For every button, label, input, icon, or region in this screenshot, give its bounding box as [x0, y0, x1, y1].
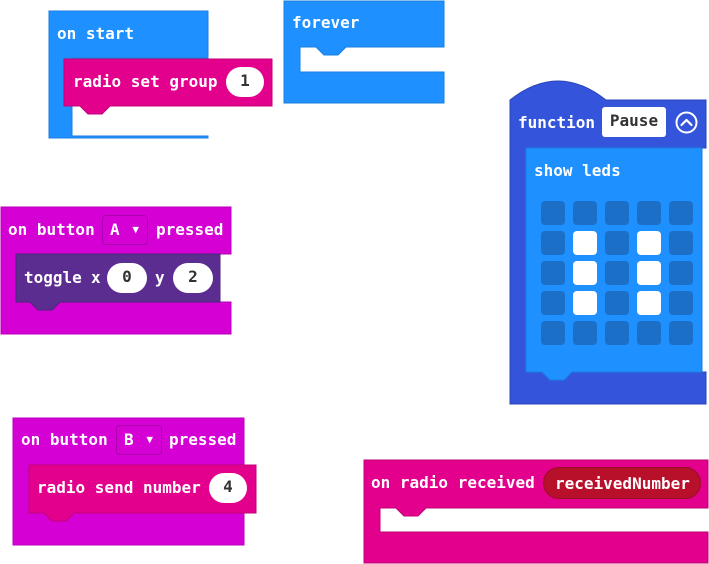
- radio-send-number-label: radio send number: [37, 478, 201, 497]
- button-b-value: B: [124, 430, 134, 449]
- on-start-label: on start: [57, 24, 135, 43]
- send-number-input[interactable]: 4: [209, 473, 247, 503]
- led-r2-c0[interactable]: [541, 261, 565, 285]
- received-number-label: receivedNumber: [555, 474, 690, 493]
- on-button-b-suffix: pressed: [169, 430, 237, 449]
- button-b-dropdown[interactable]: B ▼: [116, 425, 162, 455]
- led-r3-c3[interactable]: [637, 291, 661, 315]
- led-r1-c3[interactable]: [637, 231, 661, 255]
- radio-set-group-label: radio set group: [73, 72, 218, 91]
- chevron-up-circle-icon: [675, 111, 698, 134]
- collapse-function-button[interactable]: [675, 111, 698, 134]
- caret-down-icon: ▼: [146, 433, 153, 446]
- led-r4-c3[interactable]: [637, 321, 661, 345]
- led-r1-c2[interactable]: [605, 231, 629, 255]
- led-r4-c0[interactable]: [541, 321, 565, 345]
- led-r2-c1[interactable]: [573, 261, 597, 285]
- led-r3-c4[interactable]: [669, 291, 693, 315]
- function-name-input[interactable]: Pause: [602, 107, 666, 137]
- on-button-b-prefix: on button: [21, 430, 108, 449]
- led-r3-c0[interactable]: [541, 291, 565, 315]
- led-r0-c0[interactable]: [541, 201, 565, 225]
- radio-set-group-block[interactable]: [0, 0, 273, 115]
- led-r2-c2[interactable]: [605, 261, 629, 285]
- toggle-label: toggle: [24, 268, 82, 287]
- radio-send-number-block[interactable]: [0, 0, 257, 522]
- button-a-value: A: [110, 220, 120, 239]
- led-r4-c4[interactable]: [669, 321, 693, 345]
- led-r1-c0[interactable]: [541, 231, 565, 255]
- on-button-a-prefix: on button: [8, 220, 95, 239]
- led-grid: [541, 201, 693, 345]
- toggle-x-input[interactable]: 0: [107, 263, 147, 293]
- led-r0-c3[interactable]: [637, 201, 661, 225]
- caret-down-icon: ▼: [132, 223, 139, 236]
- led-r2-c3[interactable]: [637, 261, 661, 285]
- led-r0-c2[interactable]: [605, 201, 629, 225]
- group-number-input[interactable]: 1: [226, 67, 264, 97]
- forever-label: forever: [292, 13, 360, 32]
- show-leds-label: show leds: [534, 161, 621, 180]
- toggle-y-input[interactable]: 2: [173, 263, 213, 293]
- toggle-y-label: y: [155, 268, 165, 287]
- led-r3-c1[interactable]: [573, 291, 597, 315]
- forever-block[interactable]: [0, 0, 445, 104]
- led-r4-c2[interactable]: [605, 321, 629, 345]
- led-r1-c4[interactable]: [669, 231, 693, 255]
- led-r3-c2[interactable]: [605, 291, 629, 315]
- toggle-x-label: x: [91, 268, 101, 287]
- led-r1-c1[interactable]: [573, 231, 597, 255]
- led-r4-c1[interactable]: [573, 321, 597, 345]
- button-a-dropdown[interactable]: A ▼: [102, 215, 148, 245]
- received-number-variable[interactable]: receivedNumber: [543, 467, 701, 499]
- on-radio-received-label: on radio received: [371, 473, 535, 492]
- on-button-a-suffix: pressed: [156, 220, 224, 239]
- led-r0-c1[interactable]: [573, 201, 597, 225]
- led-r0-c4[interactable]: [669, 201, 693, 225]
- led-r2-c4[interactable]: [669, 261, 693, 285]
- function-keyword: function: [518, 113, 596, 132]
